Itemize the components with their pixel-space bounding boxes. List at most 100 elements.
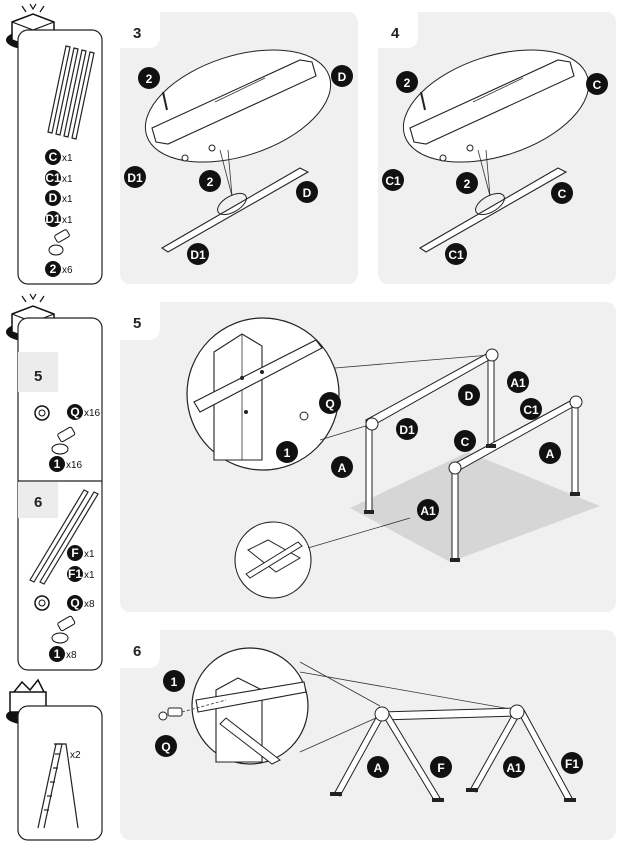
callout-f1 <box>561 752 583 774</box>
callout-d <box>296 181 318 203</box>
parts-list-box3: F x1 F1 x1 Q x8 1 x8 <box>34 545 95 662</box>
callout-c1 <box>445 243 467 265</box>
part-badge-2 <box>45 261 61 277</box>
svg-text:4: 4 <box>391 25 400 42</box>
callout-q <box>319 392 341 414</box>
svg-text:D1: D1 <box>399 423 415 437</box>
svg-text:F: F <box>437 761 444 775</box>
svg-text:1: 1 <box>171 675 178 689</box>
svg-text:F1: F1 <box>565 757 579 771</box>
svg-text:Q: Q <box>161 740 170 754</box>
parts-list-box2: Q x16 1 x16 <box>34 404 101 472</box>
svg-text:2: 2 <box>207 175 214 189</box>
svg-text:x1: x1 <box>62 174 73 185</box>
step-6-diagram <box>158 647 576 802</box>
svg-text:Q: Q <box>325 397 334 411</box>
svg-text:C: C <box>49 150 58 164</box>
part-badge-1 <box>49 646 65 662</box>
svg-text:2: 2 <box>464 177 471 191</box>
callout-2 <box>396 71 418 93</box>
svg-text:A: A <box>374 761 383 775</box>
svg-text:C: C <box>593 78 602 92</box>
callout-d <box>458 384 480 406</box>
callout-a <box>539 442 561 464</box>
svg-text:F1: F1 <box>68 567 82 581</box>
bolt-icon <box>51 615 76 644</box>
svg-text:x1: x1 <box>62 153 73 164</box>
part-badge-c1 <box>45 170 61 186</box>
tools-box <box>17 705 103 841</box>
callout-a1 <box>507 371 529 393</box>
svg-text:1: 1 <box>54 457 61 471</box>
svg-text:2: 2 <box>146 72 153 86</box>
svg-text:1: 1 <box>284 446 291 460</box>
svg-text:C1: C1 <box>45 171 61 185</box>
svg-text:6: 6 <box>133 643 141 660</box>
svg-text:D1: D1 <box>45 212 61 226</box>
callout-a1 <box>503 756 525 778</box>
svg-text:C: C <box>558 187 567 201</box>
step-5-diagram <box>186 317 600 599</box>
callout-c1 <box>520 398 542 420</box>
bolt-icon <box>48 229 70 256</box>
svg-text:3: 3 <box>133 25 141 42</box>
svg-text:x1: x1 <box>84 570 95 581</box>
leg-parts-illustration <box>29 489 99 585</box>
svg-text:D: D <box>465 389 474 403</box>
svg-text:x1: x1 <box>62 194 73 205</box>
parts-list-box1: C x1 C1 x1 D x1 D1 x1 2 x6 <box>45 149 73 277</box>
part-badge-q <box>67 404 83 420</box>
svg-text:D1: D1 <box>190 248 206 262</box>
svg-text:A: A <box>338 461 347 475</box>
svg-text:C: C <box>461 435 470 449</box>
svg-text:A1: A1 <box>506 761 522 775</box>
step-6-tab <box>120 630 160 668</box>
svg-text:2: 2 <box>50 262 57 276</box>
step-3-tab <box>120 12 160 48</box>
svg-text:x8: x8 <box>66 650 77 661</box>
part-badge-d1 <box>45 211 61 227</box>
part-badge-1 <box>49 456 65 472</box>
svg-text:C1: C1 <box>385 174 401 188</box>
svg-text:x1: x1 <box>84 549 95 560</box>
svg-text:Q: Q <box>70 405 79 419</box>
part-badge-d <box>45 190 61 206</box>
svg-text:5: 5 <box>34 368 42 385</box>
callout-2 <box>199 170 221 192</box>
svg-text:A1: A1 <box>420 504 436 518</box>
ladder-icon <box>37 743 79 829</box>
part-badge-f1 <box>67 566 83 582</box>
callout-a <box>367 756 389 778</box>
svg-text:x2: x2 <box>70 750 81 761</box>
step-3-diagram <box>144 49 332 253</box>
svg-text:x1: x1 <box>62 215 73 226</box>
step-4-diagram <box>402 49 590 253</box>
svg-text:C1: C1 <box>448 248 464 262</box>
svg-text:Q: Q <box>70 596 79 610</box>
svg-text:6: 6 <box>34 494 42 511</box>
callout-c <box>551 182 573 204</box>
svg-text:x8: x8 <box>84 599 95 610</box>
callout-f <box>430 756 452 778</box>
callout-d1 <box>396 418 418 440</box>
callout-c <box>454 430 476 452</box>
svg-text:D: D <box>303 186 312 200</box>
step-4-tab <box>378 12 418 48</box>
callout-a <box>331 456 353 478</box>
svg-text:x16: x16 <box>84 408 101 419</box>
callout-2 <box>138 67 160 89</box>
callout-d <box>331 65 353 87</box>
callout-2 <box>456 172 478 194</box>
step-5-tab <box>120 302 160 340</box>
rail-parts-illustration <box>47 45 95 140</box>
part-badge-c <box>45 149 61 165</box>
svg-text:D: D <box>338 70 347 84</box>
svg-text:x16: x16 <box>66 460 83 471</box>
svg-text:D: D <box>49 191 58 205</box>
svg-text:A1: A1 <box>510 376 526 390</box>
bolt-icon <box>51 426 76 455</box>
svg-text:C1: C1 <box>523 403 539 417</box>
part-badge-q <box>67 595 83 611</box>
callout-a1 <box>417 499 439 521</box>
